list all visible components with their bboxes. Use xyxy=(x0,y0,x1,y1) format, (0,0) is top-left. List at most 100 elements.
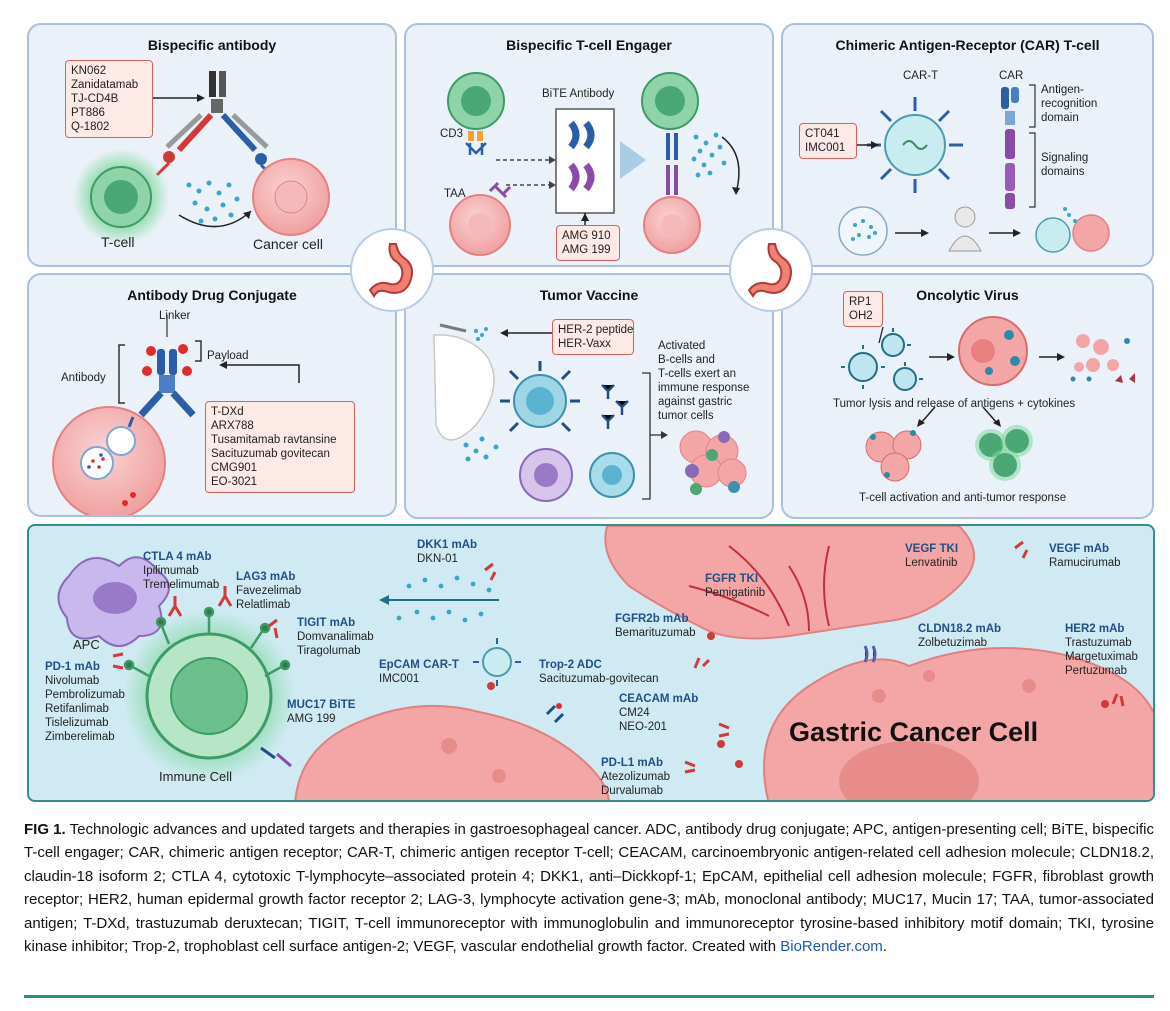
drug-name: Sacituzumab govitecan xyxy=(211,448,330,460)
drug-name: Margetuximab xyxy=(1065,651,1138,663)
drug-name: Tusamitamab ravtansine xyxy=(211,434,337,446)
target-ceacam: CEACAM mAb CM24 NEO-201 xyxy=(619,692,698,734)
antigen-domain-label: Antigen- recognition domain xyxy=(1041,83,1097,125)
payload-label: Payload xyxy=(207,350,249,362)
panel-title: Tumor Vaccine xyxy=(539,287,639,303)
drug-name: Ramucirumab xyxy=(1049,557,1121,569)
text-line: tumor cells xyxy=(658,410,714,422)
t-cell-activation-text: T-cell activation and anti-tumor respons… xyxy=(859,492,1067,504)
panel-title: Antibody Drug Conjugate xyxy=(127,287,297,303)
panel-title: Oncolytic Virus xyxy=(916,287,1019,303)
targets-illustration xyxy=(57,526,1153,800)
panel-title: Bispecific T-cell Engager xyxy=(506,37,672,53)
panel-oncolytic-virus: Oncolytic Virus RP1 OH2 Tumor lysis and … xyxy=(781,273,1154,519)
drug-name: CM24 xyxy=(619,707,650,719)
drug-name: DKN-01 xyxy=(417,553,458,565)
panel-bispecific-antibody: Bispecific antibody xyxy=(27,23,397,267)
target-title: VEGF mAb xyxy=(1049,543,1110,555)
bottom-rule xyxy=(24,995,1154,998)
cd3-label: CD3 xyxy=(440,128,464,140)
bite-illustration xyxy=(447,72,740,256)
panel-title: Chimeric Antigen-Receptor (CAR) T-cell xyxy=(835,37,1100,53)
text-line: T-cells exert an xyxy=(658,368,736,380)
drug-name: HER-Vaxx xyxy=(558,338,611,350)
gastric-cancer-cell-label: Gastric Cancer Cell xyxy=(789,717,1039,747)
target-pdl1: PD-L1 mAb Atezolizumab Durvalumab xyxy=(601,756,670,798)
bispecific-illustration xyxy=(73,71,330,245)
target-lag3: LAG3 mAb Favezelimab Relatlimab xyxy=(236,570,301,612)
target-title: EpCAM CAR-T xyxy=(379,659,459,671)
drug-name: Retifanlimab xyxy=(45,703,109,715)
target-dkk1: DKK1 mAb DKN-01 xyxy=(417,538,477,566)
figure-caption: FIG 1. Technologic advances and updated … xyxy=(24,818,1154,958)
drug-name: TJ-CD4B xyxy=(71,93,119,105)
oncolytic-drug-list: RP1 OH2 xyxy=(843,291,883,327)
drug-name: PT886 xyxy=(71,107,105,119)
drug-name: Domvanalimab xyxy=(297,631,374,643)
drug-name: Pembrolizumab xyxy=(45,689,125,701)
taa-label: TAA xyxy=(444,188,466,200)
text-line: Signaling xyxy=(1041,152,1089,164)
target-trop2: Trop-2 ADC Sacituzumab-govitecan xyxy=(539,658,659,686)
cancer-cell-label: Cancer cell xyxy=(253,236,324,252)
target-tigit: TIGIT mAb Domvanalimab Tiragolumab xyxy=(297,616,374,658)
panel-targets: APC Immune Cell Gastric Cancer Cell CTLA… xyxy=(27,524,1155,802)
drug-name: Tislelizumab xyxy=(45,717,109,729)
drug-name: RP1 xyxy=(849,296,872,308)
target-her2: HER2 mAb Trastuzumab Margetuximab Pertuz… xyxy=(1065,622,1138,678)
panel-adc: Antibody Drug Conjugate Linker Payload A… xyxy=(27,273,397,517)
immune-cell-label: Immune Cell xyxy=(159,769,232,784)
drug-name: Q-1802 xyxy=(71,121,110,133)
biorender-link[interactable]: BioRender.com xyxy=(780,938,883,956)
panel-bite: Bispecific T-cell Engager BiTE Ant xyxy=(404,23,774,267)
drug-name: Pertuzumab xyxy=(1065,665,1128,677)
drug-name: Tremelimumab xyxy=(143,579,220,591)
text-line: domain xyxy=(1041,112,1079,124)
tumor-lysis-text: Tumor lysis and release of antigens + cy… xyxy=(833,398,1076,410)
text-line: recognition xyxy=(1041,98,1098,110)
figure-label: FIG 1. xyxy=(24,821,66,838)
target-title: Trop-2 ADC xyxy=(539,659,602,671)
text-line: B-cells and xyxy=(658,354,715,366)
drug-name: CT041 xyxy=(805,128,840,140)
stomach-icon xyxy=(729,228,813,312)
target-title: PD-1 mAb xyxy=(45,661,100,673)
target-ctla4: CTLA 4 mAb Ipilimumab Tremelimumab xyxy=(143,550,219,592)
target-title: HER2 mAb xyxy=(1065,623,1125,635)
target-title: VEGF TKI xyxy=(905,543,959,555)
drug-name: Ipilimumab xyxy=(143,565,199,577)
drug-name: EO-3021 xyxy=(211,476,258,488)
drug-name: Sacituzumab-govitecan xyxy=(539,673,659,685)
oncolytic-illustration xyxy=(841,316,1135,482)
panel-title: Bispecific antibody xyxy=(147,37,277,53)
text-line: against gastric xyxy=(658,396,733,408)
target-vegf-tki: VEGF TKI Lenvatinib xyxy=(905,542,958,570)
drug-name: Lenvatinib xyxy=(905,557,958,569)
car-t-label: CAR-T xyxy=(903,70,939,82)
drug-name: Tiragolumab xyxy=(297,645,361,657)
linker-label: Linker xyxy=(159,310,191,322)
t-cell-label: T-cell xyxy=(101,234,135,250)
signaling-domain-label: Signaling domains xyxy=(1041,151,1088,179)
drug-name: Zanidatamab xyxy=(71,79,139,91)
drug-name: Atezolizumab xyxy=(601,771,671,783)
bite-antibody-label: BiTE Antibody xyxy=(542,88,615,100)
drug-name: T-DXd xyxy=(211,406,244,418)
drug-name: Nivolumab xyxy=(45,675,100,687)
drug-name: Favezelimab xyxy=(236,585,302,597)
text-line: immune response xyxy=(658,382,750,394)
drug-name: AMG 199 xyxy=(562,244,611,256)
target-title: CTLA 4 mAb xyxy=(143,551,212,563)
drug-name: Bemarituzumab xyxy=(615,627,696,639)
drug-name: Durvalumab xyxy=(601,785,663,797)
target-title: MUC17 BiTE xyxy=(287,699,356,711)
car-t-drug-list: CT041 IMC001 xyxy=(799,123,857,159)
text-line: Antigen- xyxy=(1041,84,1084,96)
drug-name: CMG901 xyxy=(211,462,258,474)
target-cldn: CLDN18.2 mAb Zolbetuzimab xyxy=(918,622,1001,650)
target-title: CLDN18.2 mAb xyxy=(918,623,1002,635)
drug-name: OH2 xyxy=(849,310,873,322)
target-title: FGFR2b mAb xyxy=(615,613,689,625)
stomach-icon xyxy=(350,228,434,312)
adc-illustration xyxy=(52,315,300,515)
